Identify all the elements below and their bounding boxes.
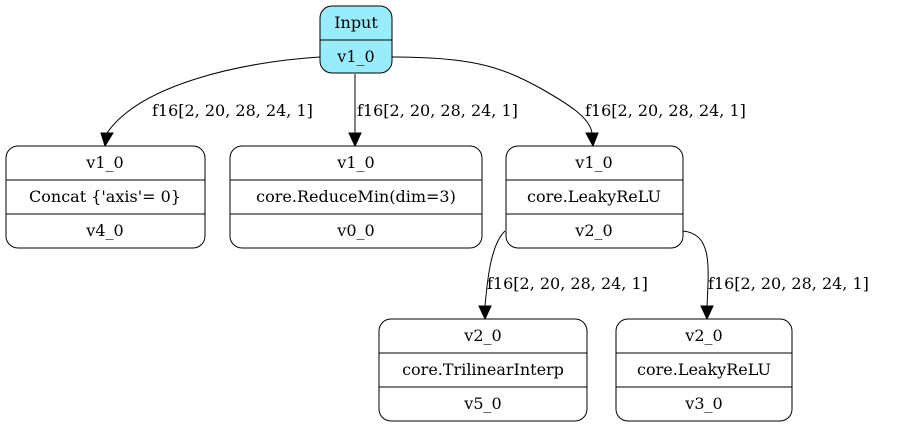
node-input-output: v1_0 [336,47,374,66]
node-reducemin-output: v0_0 [336,221,374,240]
node-concat-output: v4_0 [85,221,123,240]
node-reducemin-input: v1_0 [336,153,374,172]
edge-label: f16[2, 20, 28, 24, 1] [152,101,313,120]
node-reducemin-op: core.ReduceMin(dim=3) [256,187,456,206]
node-trilinear-op: core.TrilinearInterp [402,360,564,379]
edge-input-to-leakyrelu1: f16[2, 20, 28, 24, 1] [391,56,746,148]
edge-leakyrelu1-to-leakyrelu2: f16[2, 20, 28, 24, 1] [682,230,869,321]
node-leakyrelu-2[interactable]: v2_0 core.LeakyReLU v3_0 [615,318,793,422]
node-concat[interactable]: v1_0 Concat {'axis'= 0} v4_0 [5,145,206,249]
node-input[interactable]: Input v1_0 [319,5,393,74]
node-trilinear-output: v5_0 [463,394,501,413]
edge-input-to-concat: f16[2, 20, 28, 24, 1] [100,56,321,148]
node-leakyrelu-2-output: v3_0 [684,394,722,413]
node-leakyrelu-1-input: v1_0 [574,153,612,172]
node-reducemin[interactable]: v1_0 core.ReduceMin(dim=3) v0_0 [229,145,483,249]
node-input-title: Input [334,13,378,32]
node-trilinear[interactable]: v2_0 core.TrilinearInterp v5_0 [378,318,588,422]
node-leakyrelu-1-op: core.LeakyReLU [527,187,661,206]
edge-label: f16[2, 20, 28, 24, 1] [585,101,746,120]
edge-input-to-reducemin: f16[2, 20, 28, 24, 1] [348,74,518,148]
node-concat-input: v1_0 [85,153,123,172]
node-concat-op: Concat {'axis'= 0} [29,187,181,206]
node-trilinear-input: v2_0 [463,326,501,345]
edge-label: f16[2, 20, 28, 24, 1] [357,101,518,120]
edge-label: f16[2, 20, 28, 24, 1] [708,274,869,293]
edge-label: f16[2, 20, 28, 24, 1] [487,274,648,293]
edge-leakyrelu1-to-trilinear: f16[2, 20, 28, 24, 1] [478,230,648,321]
node-leakyrelu-2-input: v2_0 [684,326,722,345]
node-leakyrelu-2-op: core.LeakyReLU [637,360,771,379]
node-leakyrelu-1-output: v2_0 [574,221,612,240]
node-leakyrelu-1[interactable]: v1_0 core.LeakyReLU v2_0 [505,145,684,249]
